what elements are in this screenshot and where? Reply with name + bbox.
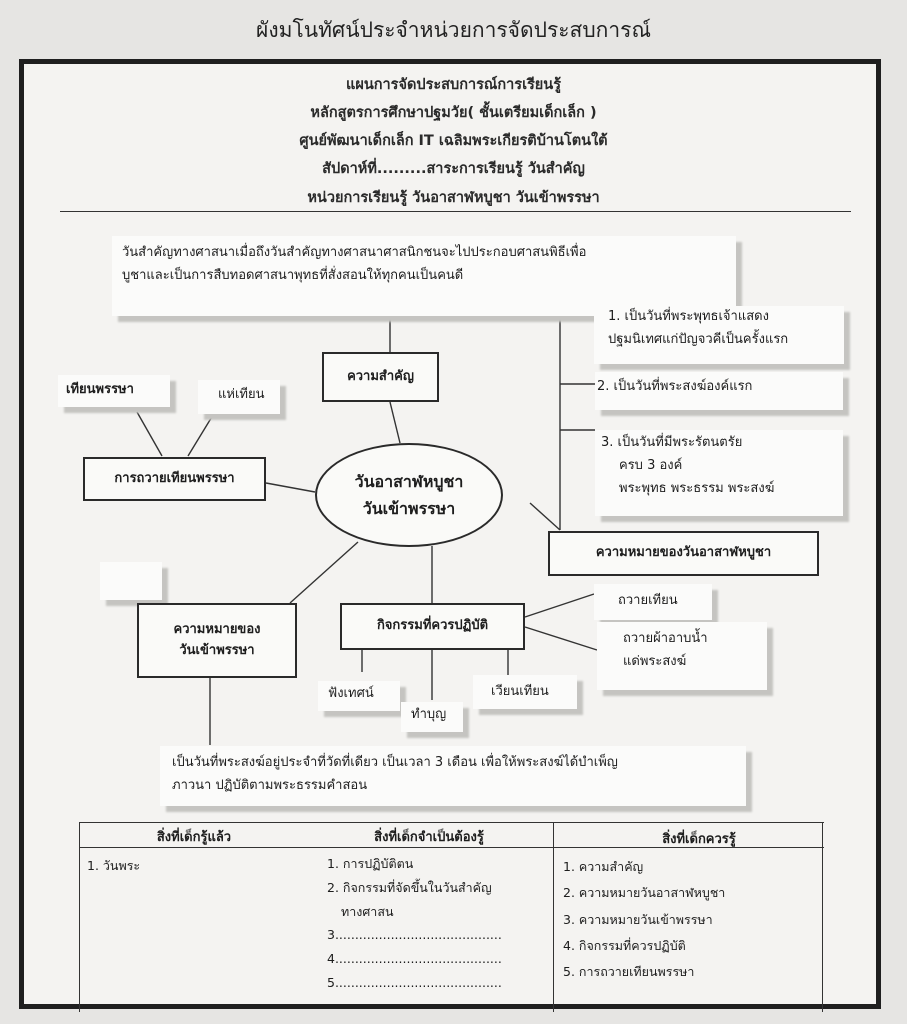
importance-item-3: 3. เป็นวันที่มีพระรัตนตรัย ครบ 3 องค์ พร…: [595, 430, 843, 516]
col-need-list: 1. การปฏิบัติตน 2. กิจกรรมที่จัดขึ้นในวั…: [327, 852, 549, 995]
intro-line-2: บูชาและเป็นการสืบทอดศาสนาพุทธที่สั่งสอนใ…: [122, 267, 464, 283]
curriculum-line: หลักสูตรการศึกษาปฐมวัย( ชั้นเตรียมเด็กเล…: [310, 105, 597, 121]
table-col-divider: [553, 822, 554, 1012]
col-need-item: 2. กิจกรรมที่จัดขึ้นในวันสำคัญ: [327, 879, 492, 895]
khao-meaning-label-2: วันเข้าพรรษา: [179, 642, 255, 658]
activity-bathing-cloth: ถวายผ้าอาบน้ำ แด่พระสงฆ์: [597, 622, 767, 690]
col-need-item: ทางศาสน: [341, 903, 394, 919]
khao-meaning-box: ความหมายของ วันเข้าพรรษา: [137, 603, 297, 678]
candle-offering-box: การถวายเทียนพรรษา: [83, 457, 266, 501]
candle-sub-2: แห่เทียน: [198, 380, 280, 414]
central-topic-line-2: วันเข้าพรรษา: [362, 499, 456, 518]
table-header-rule: [79, 847, 824, 848]
candle-sub-1: เทียนพรรษา: [58, 375, 170, 407]
khao-description-line-2: ภาวนา ปฏิบัติตามพระธรรมคำสอน: [172, 777, 368, 793]
col-need-item: 5.......................................…: [327, 974, 502, 990]
importance-item-1: 1. เป็นวันที่พระพุทธเจ้าแสดง ปฐมนิเทศแก่…: [594, 306, 844, 364]
intro-card: วันสำคัญทางศาสนาเมื่อถึงวันสำคัญทางศาสนา…: [112, 236, 736, 316]
khao-description-line-1: เป็นวันที่พระสงฆ์อยู่ประจำที่วัดที่เดียว…: [172, 755, 618, 770]
plan-title: แผนการจัดประสบการณ์การเรียนรู้: [345, 77, 562, 93]
col-need-item: 4.......................................…: [327, 951, 502, 966]
col-should-item: 1. ความสำคัญ: [563, 859, 644, 874]
activity-candle-procession: เวียนเทียน: [473, 675, 577, 709]
importance-item-3-line-1: 3. เป็นวันที่มีพระรัตนตรัย: [601, 435, 743, 450]
blank-card: [100, 562, 162, 600]
col-should-item: 5. การถวายเทียนพรรษา: [563, 964, 695, 979]
col-need-item: 3.......................................…: [327, 927, 502, 943]
khao-meaning-label-1: ความหมายของ: [173, 622, 261, 638]
center-name-line: ศูนย์พัฒนาเด็กเล็ก IT เฉลิมพระเกียรติบ้า…: [299, 133, 608, 149]
table-right-rule: [822, 822, 823, 1012]
importance-item-3-line-2: ครบ 3 องค์: [619, 457, 683, 473]
page-title: ผังมโนทัศน์ประจำหน่วยการจัดประสบการณ์: [256, 18, 651, 42]
col-known-item: 1. วันพระ: [87, 858, 141, 873]
col-need-item: 1. การปฏิบัติตน: [327, 856, 414, 871]
importance-item-1-line-2: ปฐมนิเทศแก่ปัญจวคีเป็นครั้งแรก: [608, 331, 789, 347]
col-should-list: 1. ความสำคัญ 2. ความหมายวันอาสาฬหบูชา 3.…: [563, 854, 813, 985]
activity-sermon: ฟังเทศน์: [318, 681, 400, 711]
activity-merit: ทำบุญ: [401, 702, 463, 732]
table-top-rule: [79, 822, 824, 823]
importance-box: ความสำคัญ: [322, 352, 439, 402]
knowledge-table: สิ่งที่เด็กรู้แล้ว สิ่งที่เด็กจำเป็นต้อง…: [79, 822, 824, 1012]
asalha-meaning-box: ความหมายของวันอาสาฬหบูชา: [548, 531, 819, 576]
col-known-header: สิ่งที่เด็กรู้แล้ว: [156, 830, 232, 845]
table-left-rule: [79, 822, 80, 1012]
central-topic-line-1: วันอาสาฬหบูชา: [354, 471, 464, 491]
week-line: สัปดาห์ที่.........สาระการเรียนรู้ วันสำ…: [322, 161, 585, 177]
col-should-item: 4. กิจกรรมที่ควรปฏิบัติ: [563, 937, 686, 953]
intro-line-1: วันสำคัญทางศาสนาเมื่อถึงวันสำคัญทางศาสนา…: [122, 245, 587, 260]
importance-item-1-line-1: 1. เป็นวันที่พระพุทธเจ้าแสดง: [608, 309, 769, 324]
col-should-item: 3. ความหมายวันเข้าพรรษา: [563, 911, 713, 927]
activities-box: กิจกรรมที่ควรปฏิบัติ: [340, 603, 525, 650]
unit-line: หน่วยการเรียนรู้ วันอาสาฬหบูชา วันเข้าพร…: [307, 190, 600, 206]
header-divider: [60, 211, 851, 212]
activity-bathing-cloth-line-1: ถวายผ้าอาบน้ำ: [623, 631, 708, 646]
importance-item-2: 2. เป็นวันที่พระสงฆ์องค์แรก: [595, 372, 843, 410]
central-topic-oval: วันอาสาฬหบูชา วันเข้าพรรษา: [315, 443, 503, 547]
activity-bathing-cloth-line-2: แด่พระสงฆ์: [623, 653, 687, 669]
activity-candle-offering: ถวายเทียน: [594, 584, 712, 620]
importance-item-3-line-3: พระพุทธ พระธรรม พระสงฆ์: [619, 480, 775, 496]
col-need-header: สิ่งที่เด็กจำเป็นต้องรู้: [374, 830, 484, 845]
col-should-header: สิ่งที่เด็กควรรู้: [662, 832, 736, 847]
col-should-item: 2. ความหมายวันอาสาฬหบูชา: [563, 885, 726, 901]
khao-description-card: เป็นวันที่พระสงฆ์อยู่ประจำที่วัดที่เดียว…: [160, 746, 746, 806]
